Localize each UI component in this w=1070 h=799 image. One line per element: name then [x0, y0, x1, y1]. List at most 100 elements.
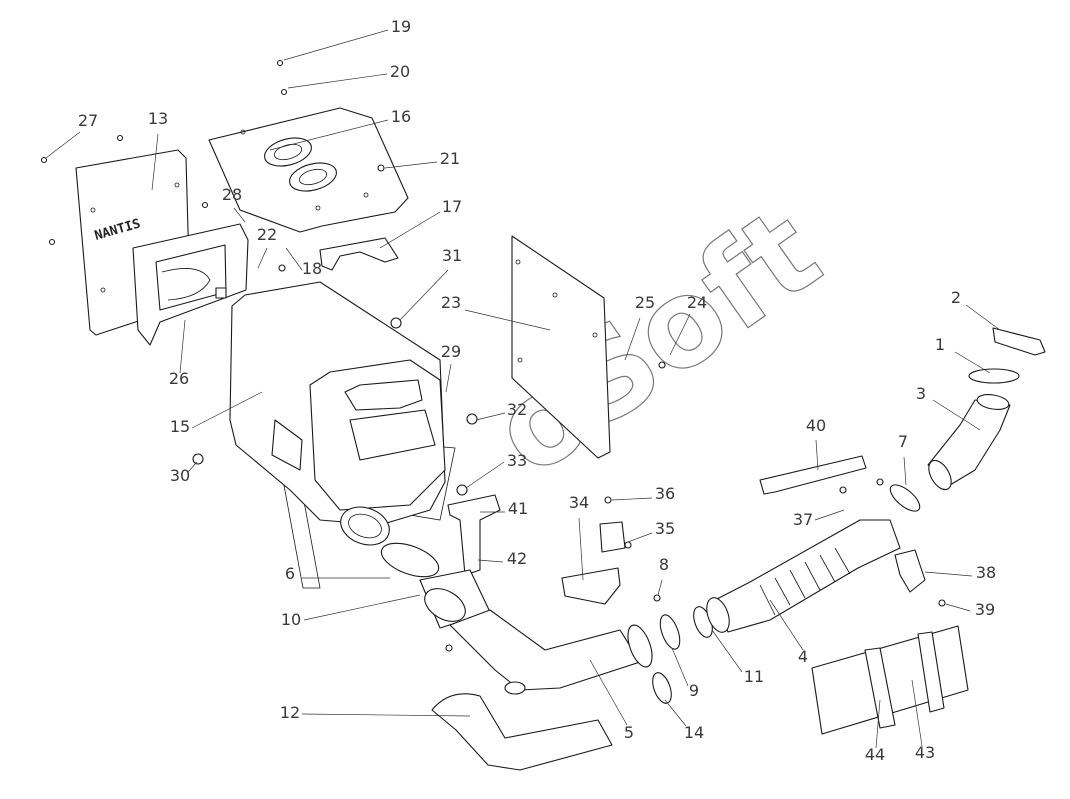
callout-leader-4 — [769, 599, 804, 651]
callout-label-22: 22 — [257, 225, 277, 244]
callout-label-36: 36 — [655, 484, 675, 503]
callout-label-8: 8 — [659, 555, 669, 574]
callout-leader-15 — [191, 391, 263, 429]
callout-label-13: 13 — [148, 109, 168, 128]
callout-leader-21 — [384, 161, 438, 169]
callout-leader-38 — [924, 571, 973, 577]
callout-leader-13 — [151, 133, 159, 191]
callout-label-43: 43 — [915, 743, 935, 762]
callout-leader-16 — [269, 119, 389, 151]
callout-label-38: 38 — [976, 563, 996, 582]
callout-leader-11 — [711, 629, 743, 673]
bracket-40 — [759, 455, 867, 495]
callout-label-23: 23 — [441, 293, 461, 312]
callout-leader-28 — [233, 207, 246, 223]
callout-label-10: 10 — [281, 610, 301, 629]
callout-label-25: 25 — [635, 293, 655, 312]
callout-leader-29 — [445, 363, 452, 393]
fasteners — [40, 59, 946, 652]
tailpipe-12 — [431, 693, 613, 771]
callout-leader-20 — [287, 73, 388, 89]
elbow-pipe-3 — [927, 394, 1011, 491]
callout-label-32: 32 — [507, 400, 527, 419]
bracket-17 — [319, 237, 399, 271]
callout-leader-5 — [589, 659, 628, 726]
callout-label-44: 44 — [865, 745, 885, 764]
callout-leader-37 — [814, 509, 845, 521]
callout-leader-32 — [475, 412, 506, 421]
callout-leader-18 — [285, 247, 303, 271]
callout-label-6: 6 — [285, 564, 295, 583]
clamp-38 — [894, 549, 926, 593]
bracket-41 — [447, 494, 501, 576]
callout-leader-23 — [464, 309, 551, 331]
callout-label-34: 34 — [569, 493, 589, 512]
callout-label-27: 27 — [78, 111, 98, 130]
callout-leader-31 — [399, 269, 449, 321]
callout-label-16: 16 — [391, 107, 411, 126]
clamp-7 — [889, 484, 921, 512]
callout-leader-7 — [903, 456, 907, 486]
callout-leader-19 — [283, 29, 389, 61]
callout-leader-17 — [379, 211, 441, 249]
callout-leader-42 — [477, 559, 504, 563]
callout-label-17: 17 — [442, 197, 462, 216]
bracket-35 — [599, 521, 626, 553]
callout-label-24: 24 — [687, 293, 707, 312]
bracket-frame-26 — [132, 223, 249, 346]
callout-label-21: 21 — [440, 149, 460, 168]
callout-label-42: 42 — [507, 549, 527, 568]
callout-label-7: 7 — [898, 432, 908, 451]
callout-leader-12 — [301, 713, 471, 717]
callout-leader-33 — [465, 461, 505, 489]
callout-leader-44 — [875, 699, 881, 749]
muffler-body-15 — [229, 281, 446, 546]
callout-label-1: 1 — [935, 335, 945, 354]
callout-label-4: 4 — [798, 647, 808, 666]
callout-label-5: 5 — [624, 723, 634, 742]
callout-label-14: 14 — [684, 723, 704, 742]
callout-label-15: 15 — [170, 417, 190, 436]
bracket-34 — [561, 567, 621, 605]
callout-leader-30 — [187, 461, 198, 473]
callout-leader-43 — [911, 679, 923, 747]
callout-leader-9 — [671, 647, 689, 687]
top-heat-shield-16 — [208, 107, 409, 233]
callout-label-3: 3 — [916, 384, 926, 403]
callout-leader-35 — [627, 532, 653, 543]
callout-leader-2 — [965, 304, 1001, 331]
callout-leader-27 — [45, 131, 81, 159]
gasket-1 — [968, 368, 1020, 384]
callout-leader-39 — [945, 603, 971, 612]
callout-label-30: 30 — [170, 466, 190, 485]
callout-leader-34 — [578, 517, 584, 581]
callout-label-37: 37 — [793, 510, 813, 529]
callout-leader-8 — [657, 579, 663, 596]
callout-label-20: 20 — [390, 62, 410, 81]
clamp-and-coupling-6-10 — [380, 542, 491, 629]
callout-label-9: 9 — [689, 681, 699, 700]
callout-label-11: 11 — [744, 667, 764, 686]
callout-leader-10 — [303, 594, 421, 621]
callout-leader-26 — [179, 319, 186, 374]
callout-label-12: 12 — [280, 703, 300, 722]
callout-leader-1 — [954, 351, 991, 374]
callout-leader-22 — [257, 247, 268, 269]
callout-leader-3 — [932, 399, 981, 431]
callout-leader-36 — [611, 497, 653, 501]
flex-pipe-4 — [706, 519, 901, 633]
callout-label-19: 19 — [391, 17, 411, 36]
underbody-shield-43 — [811, 625, 969, 735]
callout-leader-40 — [815, 439, 819, 471]
callout-leader-25 — [624, 317, 641, 361]
pipe-nut — [504, 681, 526, 695]
callout-label-39: 39 — [975, 600, 995, 619]
callout-label-18: 18 — [302, 259, 322, 278]
heat-shield-plate-23 — [511, 235, 611, 459]
callout-label-33: 33 — [507, 451, 527, 470]
callout-label-26: 26 — [169, 369, 189, 388]
clamp-9 — [659, 614, 681, 650]
clamp-ring — [627, 624, 653, 668]
